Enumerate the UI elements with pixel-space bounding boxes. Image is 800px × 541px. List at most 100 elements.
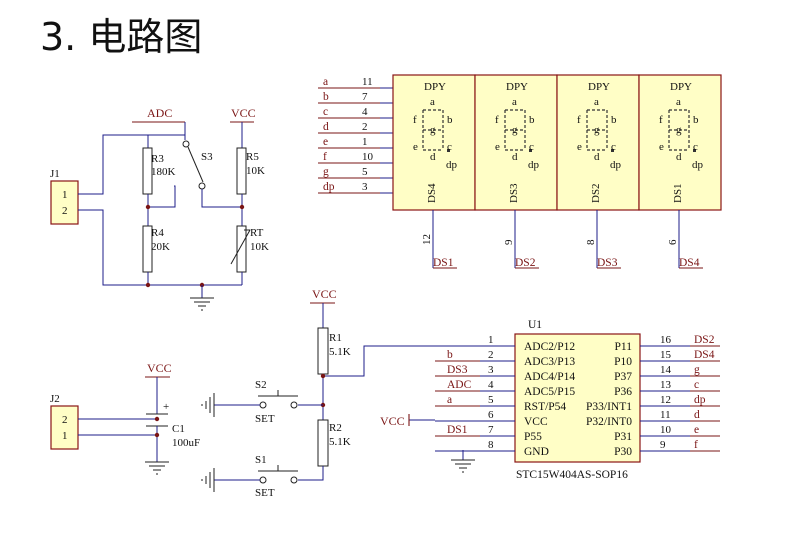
ground-symbol-5 [451,450,475,473]
digit-body [638,74,722,211]
j1-pin-2: 2 [62,205,68,217]
segment-net-label: d [323,121,329,133]
decimal-point [611,149,614,152]
mcu-right-net-label: e [694,424,699,436]
segment-f-label: f [659,114,663,126]
mcu-left-pin-name: VCC [524,416,548,428]
mcu-right-pin-number: 15 [660,349,672,361]
digit-dpy-label: DPY [506,81,528,93]
mcu-left-pin-number: 5 [488,394,494,406]
digit-id-label: DS4 [426,183,438,203]
r2-label: R2 [329,422,342,434]
segment-dp-label: dp [528,159,540,171]
decimal-point [529,149,532,152]
j2-pin-1: 1 [62,430,68,442]
segment-pin-number: 5 [362,166,368,178]
mcu-right-pin-name: P36 [614,386,632,398]
mcu-right-pin-name: P10 [614,356,632,368]
ground-symbol-2 [145,461,169,475]
digit-id-label: DS1 [672,183,684,203]
mcu-right-pin-number: 13 [660,379,672,391]
segment-e-label: e [495,141,500,153]
segment-pin-number: 2 [362,121,368,133]
decimal-point [693,149,696,152]
mcu-left-net-label: a [447,394,452,406]
mcu-left-net-label: DS1 [447,424,468,436]
digit-common-pin: 8 [585,239,597,245]
segment-net-label: a [323,76,328,88]
s3-label: S3 [201,151,213,163]
vcc-mcu-label: VCC [380,414,405,428]
segment-f-label: f [577,114,581,126]
mcu-right-net-label: dp [694,394,706,406]
segment-c-label: c [693,141,698,153]
segment-pin-number: 1 [362,136,368,148]
j2-connector: J2 2 1 [50,393,79,450]
c1-label: C1 [172,423,185,435]
mcu-right-pin-name: P11 [615,341,633,353]
segment-net-label: g [323,166,329,178]
segment-net-label: dp [323,181,335,193]
mcu-left-pin-name: ADC3/P13 [524,356,575,368]
mcu-right-net-label: g [694,364,700,376]
digit-net-label: DS3 [597,257,618,269]
mcu-left-pin-name: GND [524,446,549,458]
vcc-r5-label: VCC [231,106,256,120]
segment-pin-number: 7 [362,91,368,103]
mcu-left-pin-number: 4 [488,379,494,391]
mcu-ref: U1 [528,319,542,331]
r5-label: R5 [246,151,259,163]
segment-a-label: a [430,96,435,108]
digit-common-pin: 12 [421,234,433,245]
mcu-left-net-label: b [447,349,453,361]
s1-set-label: SET [255,487,275,499]
j2-label: J2 [50,393,60,405]
j1-connector: J1 1 2 [50,168,79,225]
mcu-left-net-label: ADC [447,379,472,391]
decimal-point [447,149,450,152]
segment-dp-label: dp [610,159,622,171]
adc-net-label: ADC [147,106,172,120]
digit-common-pin: 6 [667,239,679,245]
r4-value: 20K [151,241,170,253]
segment-pin-number: 4 [362,106,368,118]
digit-common-pin: 9 [503,239,515,245]
digit-dpy-label: DPY [424,81,446,93]
mcu-right-net-label: c [694,379,699,391]
r3-label: R3 [151,153,164,165]
digit-body [556,74,640,211]
j1-label: J1 [50,168,60,180]
mcu-right-pin-name: P33/INT1 [586,401,632,413]
segment-e-label: e [413,141,418,153]
r5-value: 10K [246,165,265,177]
mcu-right-pin-number: 11 [660,409,671,421]
s2-set-label: SET [255,413,275,425]
segment-net-label: c [323,106,328,118]
segment-b-label: b [611,114,617,126]
digit-dpy-label: DPY [588,81,610,93]
mcu-left-pin-number: 1 [488,334,494,346]
segment-d-label: d [676,151,682,163]
mcu-right-pin-number: 16 [660,334,672,346]
mcu-right-net-label: d [694,409,700,421]
ground-symbol-1 [190,285,214,311]
c1-value: 100uF [172,437,200,449]
mcu-right-pin-name: P30 [614,446,632,458]
digit-dpy-label: DPY [670,81,692,93]
r1-value: 5.1K [329,346,351,358]
mcu-left-pin-number: 2 [488,349,494,361]
mcu-right-net-label: DS4 [694,349,715,361]
digit-id-label: DS2 [590,183,602,203]
mcu-right-pin-name: P32/INT0 [586,416,632,428]
j2-pin-2: 2 [62,414,68,426]
segment-c-label: c [529,141,534,153]
mcu-right-net-label: f [694,439,698,451]
vcc-c1-label: VCC [147,361,172,375]
mcu-left-pin-name: ADC4/P14 [524,371,575,383]
digit-net-label: DS2 [515,257,536,269]
segment-f-label: f [495,114,499,126]
segment-pin-number: 3 [362,181,368,193]
r3-value: 180K [151,166,176,178]
